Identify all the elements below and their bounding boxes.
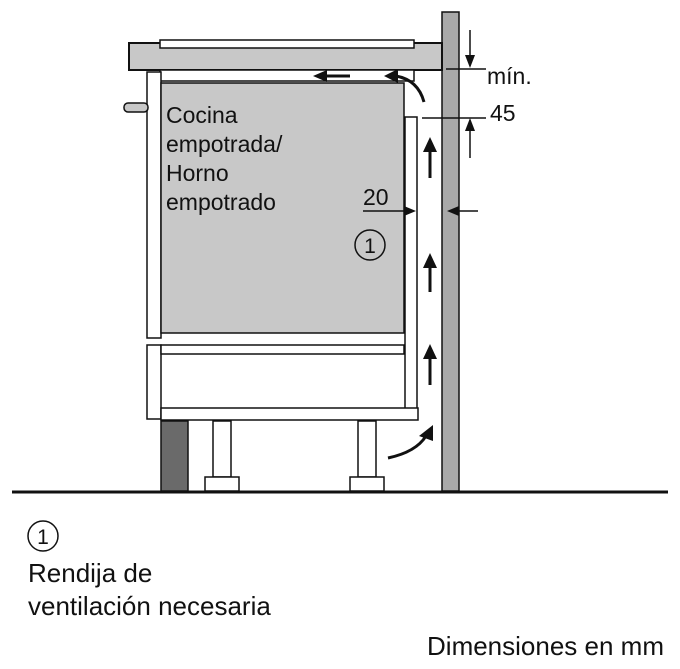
airflow-arrow-curve-top	[384, 69, 426, 103]
wall	[441, 11, 460, 492]
legend-line1: Rendija de	[28, 558, 152, 588]
callout-marker: 1	[354, 229, 386, 261]
callout-marker-number: 1	[364, 235, 376, 258]
leg-left	[212, 420, 232, 478]
oven-handle	[123, 102, 149, 113]
hob-top	[159, 39, 415, 49]
appliance-label-line4: empotrado	[166, 189, 276, 215]
airflow-arrow-up-1	[423, 137, 437, 178]
drawer-front	[160, 344, 405, 355]
legend-marker: 1	[27, 520, 59, 552]
airflow-arrow-left	[313, 70, 350, 82]
drawer-side	[146, 344, 162, 420]
leg-right	[357, 420, 377, 478]
dimension-gap20	[363, 206, 478, 216]
legend-marker-number: 1	[37, 526, 49, 549]
legend-line2: ventilación necesaria	[28, 591, 271, 621]
gap-value: 20	[363, 184, 389, 210]
min-value: 45	[490, 100, 516, 126]
min-label: mín.	[487, 63, 532, 89]
appliance-label-line2: empotrada/	[166, 131, 283, 157]
plinth	[160, 420, 189, 492]
dimension-min45	[422, 30, 486, 158]
airflow-arrow-curve-bottom	[387, 425, 433, 460]
oven-body	[160, 82, 405, 334]
hob-body	[159, 69, 415, 82]
rear-panel	[404, 116, 418, 410]
units-note: Dimensiones en mm	[427, 631, 664, 661]
airflow-arrow-up-2	[423, 253, 437, 292]
appliance-label-line3: Horno	[166, 160, 229, 186]
leg-left-foot	[204, 476, 240, 492]
leg-right-foot	[349, 476, 385, 492]
cabinet-side-panel	[146, 71, 162, 339]
airflow-arrow-up-3	[423, 344, 437, 385]
drawer-bottom	[160, 407, 419, 421]
appliance-label-line1: Cocina	[166, 102, 238, 128]
